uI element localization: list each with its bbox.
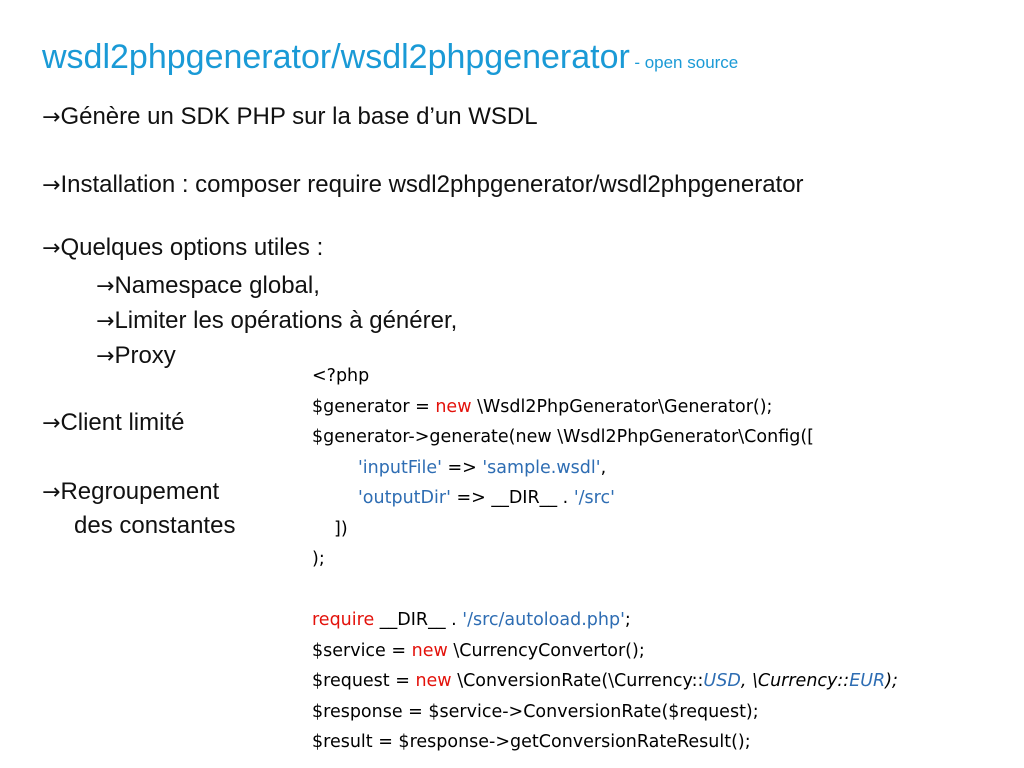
arrow-icon: → (42, 236, 61, 261)
slide-title: wsdl2phpgenerator/wsdl2phpgenerator - op… (42, 38, 738, 77)
code-line: 'outputDir' => __DIR__ . '/src' (358, 488, 615, 508)
code-block: <?php $generator = new \Wsdl2PhpGenerato… (312, 361, 1012, 758)
arrow-icon: → (96, 274, 115, 299)
sub-bullet-item: →Namespace global, (96, 272, 320, 299)
bullet-item: →Installation : composer require wsdl2ph… (42, 171, 804, 198)
arrow-icon: → (42, 480, 61, 505)
code-line: $generator = new \Wsdl2PhpGenerator\Gene… (312, 396, 773, 417)
code-line: <?php (312, 366, 370, 386)
bullet-item: →Quelques options utiles : (42, 234, 324, 261)
sub-bullet-item: →Proxy (96, 342, 176, 369)
arrow-icon: → (42, 411, 61, 436)
bullet-item: →Génère un SDK PHP sur la base d’un WSDL (42, 103, 538, 130)
code-line-blank (312, 575, 1012, 606)
code-line: $generator->generate(new \Wsdl2PhpGenera… (312, 427, 814, 447)
title-subtitle: - open source (634, 53, 739, 72)
arrow-icon: → (96, 309, 115, 334)
arrow-icon: → (42, 173, 61, 198)
title-main: wsdl2phpgenerator/wsdl2phpgenerator (42, 38, 630, 76)
bullet-item: →Regroupement (42, 478, 220, 505)
code-line: $request = new \ConversionRate(\Currency… (312, 671, 898, 691)
code-line: $response = $service->ConversionRate($re… (312, 701, 759, 722)
code-line: ); (312, 549, 325, 569)
bullet-item: →Client limité (42, 409, 185, 436)
sub-bullet-item: →Limiter les opérations à générer, (96, 307, 458, 334)
bullet-item-continuation: des constantes (74, 512, 236, 539)
arrow-icon: → (42, 105, 61, 130)
arrow-icon: → (96, 344, 115, 369)
code-line: require __DIR__ . '/src/autoload.php'; (312, 610, 631, 630)
code-line: 'inputFile' => 'sample.wsdl', (358, 457, 607, 478)
code-line: $service = new \CurrencyConvertor(); (312, 640, 645, 661)
code-line: $result = $response->getConversionRateRe… (312, 732, 751, 752)
code-line: ]) (334, 518, 348, 539)
